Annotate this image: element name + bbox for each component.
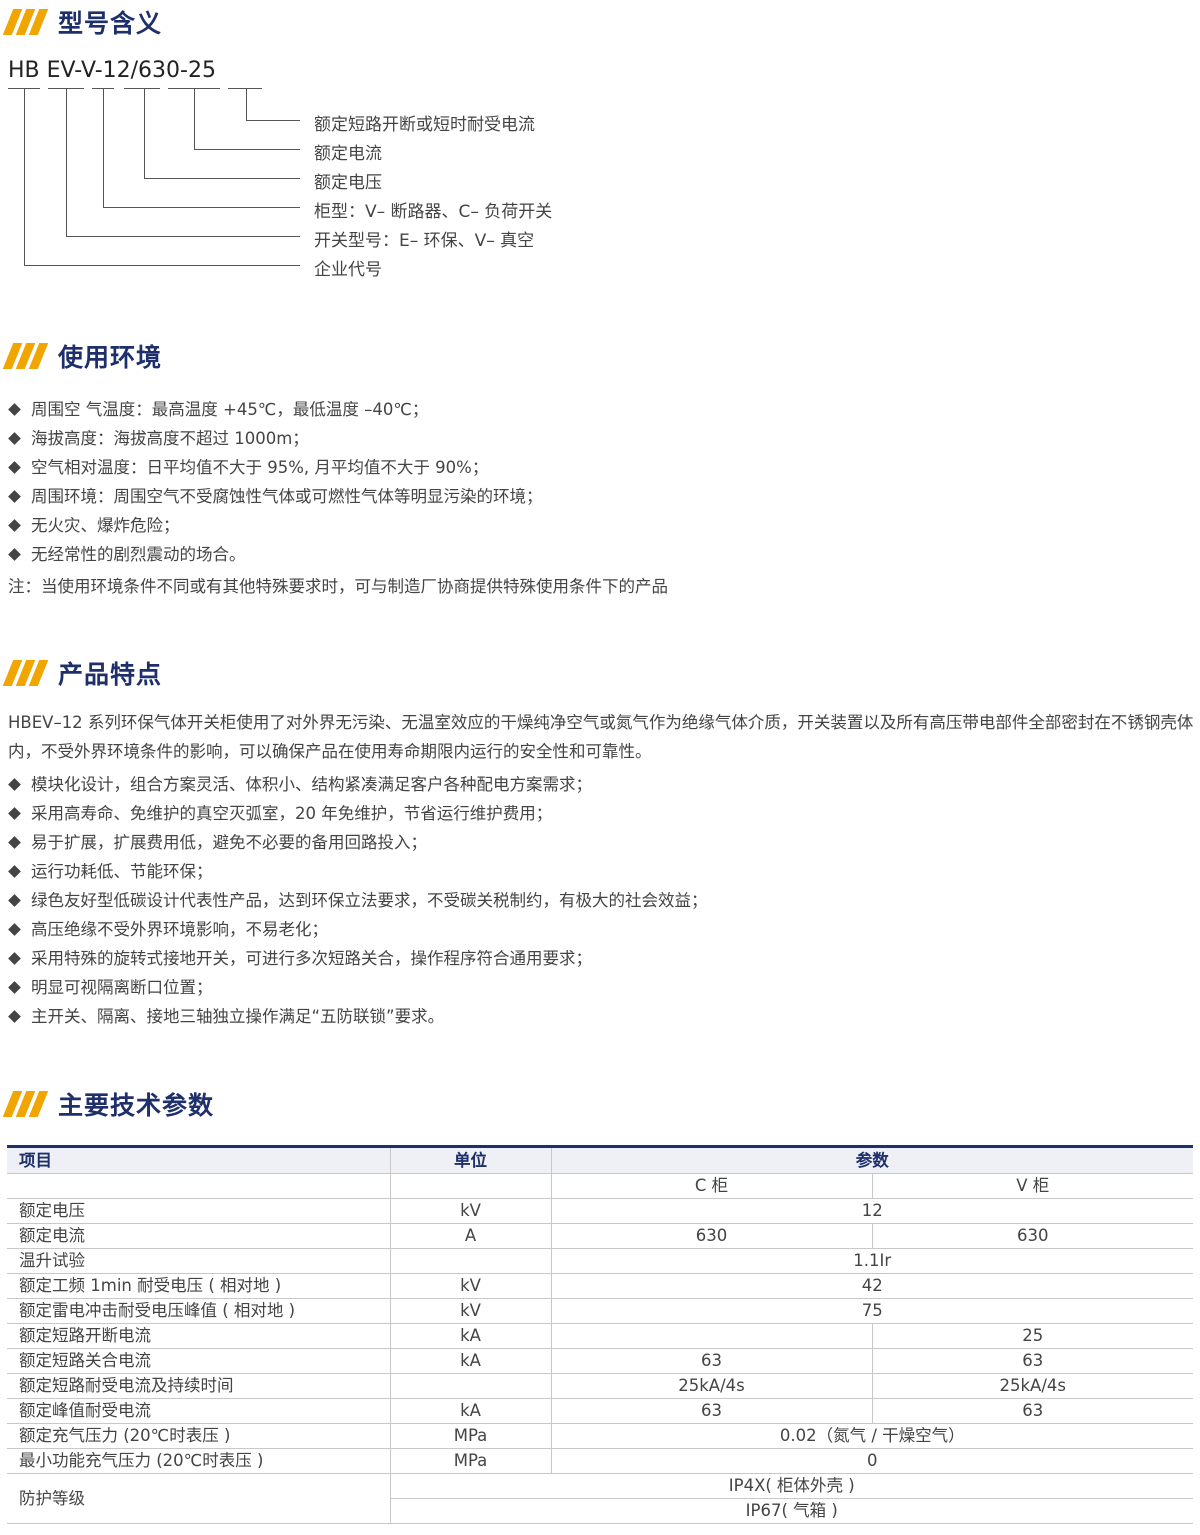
diamond-bullet-icon [8,548,21,561]
diamond-bullet-icon [8,836,21,849]
slash-decoration-icon [2,1089,50,1119]
diamond-bullet-icon [8,865,21,878]
diamond-bullet-icon [8,894,21,907]
diamond-bullet-icon [8,952,21,965]
list-item: 模块化设计，组合方案灵活、体积小、结构紧凑满足客户各种配电方案需求； [8,771,592,795]
section-title-model: 型号含义 [2,2,162,42]
list-item: 无经常性的剧烈震动的场合。 [8,541,246,565]
list-item: 采用高寿命、免维护的真空灭弧室，20 年免维护，节省运行维护费用； [8,800,552,824]
code-underline [228,88,262,89]
diamond-bullet-icon [8,432,21,445]
table-row: 温升试验 1.1Ir [7,1248,1193,1274]
table-row-protection-b: IP67( 气箱 ) [7,1498,1193,1524]
slash-decoration-icon [2,7,50,37]
model-desc-current: 额定短路开断或短时耐受电流 [314,115,535,135]
diamond-bullet-icon [8,461,21,474]
connector-line [194,149,300,150]
connector-line [66,88,67,236]
list-item: 无火灾、爆炸危险； [8,512,180,536]
table-header-row: 项目 单位 参数 [7,1145,1193,1174]
diamond-bullet-icon [8,778,21,791]
model-code: HB EV-V-12/630-25 [8,58,216,83]
connector-line [246,120,300,121]
table-row: 额定工频 1min 耐受电压 ( 相对地 )kV 42 [7,1273,1193,1299]
connector-line [103,88,104,207]
list-item: 采用特殊的旋转式接地开关，可进行多次短路关合，操作程序符合通用要求； [8,945,592,969]
table-row: 最小功能充气压力 (20℃时表压 )MPa 0 [7,1448,1193,1474]
diamond-bullet-icon [8,981,21,994]
model-desc-rated-voltage: 额定电压 [314,173,382,193]
subheader-v-cabinet: V 柜 [872,1173,1193,1199]
connector-line [194,88,195,149]
section-title-params: 主要技术参数 [2,1084,214,1124]
diamond-bullet-icon [8,923,21,936]
list-item: 绿色友好型低碳设计代表性产品，达到环保立法要求，不受碳关税制约，有极大的社会效益… [8,887,708,911]
table-row: 额定充气压力 (20℃时表压 )MPa 0.02（氮气 / 干燥空气） [7,1423,1193,1449]
table-subheader-row: C 柜 V 柜 [7,1173,1193,1199]
model-desc-company-code: 企业代号 [314,260,382,280]
table-row-protection: 防护等级 IP4X( 柜体外壳 ) [7,1473,1193,1524]
model-desc-rated-current: 额定电流 [314,144,382,164]
code-underline [124,88,160,89]
model-desc-switch-type: 开关型号：E– 环保、V– 真空 [314,231,535,251]
connector-line [66,236,300,237]
header-unit: 单位 [390,1145,552,1174]
connector-line [103,207,300,208]
subheader-c-cabinet: C 柜 [551,1173,873,1199]
connector-line [144,88,145,178]
features-intro: HBEV–12 系列环保气体开关柜使用了对外界无污染、无温室效应的干燥纯净空气或… [8,713,1194,761]
slash-decoration-icon [2,658,50,688]
list-item: 易于扩展，扩展费用低，避免不必要的备用回路投入； [8,829,427,853]
model-desc-cabinet-type: 柜型：V– 断路器、C– 负荷开关 [314,202,553,222]
section-title-features: 产品特点 [2,653,162,693]
connector-line [246,88,247,120]
list-item: 运行功耗低、节能环保； [8,858,213,882]
diamond-bullet-icon [8,1010,21,1023]
table-row: 额定雷电冲击耐受电压峰值 ( 相对地 )kV 75 [7,1298,1193,1324]
list-item: 空气相对温度：日平均值不大于 95%, 月平均值不大于 90%； [8,454,488,478]
diamond-bullet-icon [8,519,21,532]
list-item: 海拔高度：海拔高度不超过 1000m； [8,425,309,449]
section-title-env: 使用环境 [2,336,162,376]
connector-line [24,265,300,266]
list-item: 明显可视隔离断口位置； [8,974,213,998]
connector-line [144,178,300,179]
connector-line [24,88,25,265]
header-params: 参数 [551,1145,1193,1174]
list-item: 周围空 气温度：最高温度 +45℃，最低温度 –40℃； [8,396,428,420]
diamond-bullet-icon [8,403,21,416]
list-item: 主开关、隔离、接地三轴独立操作满足“五防联锁”要求。 [8,1003,444,1027]
slash-decoration-icon [2,341,50,371]
diamond-bullet-icon [8,807,21,820]
env-note: 注：当使用环境条件不同或有其他特殊要求时，可与制造厂协商提供特殊使用条件下的产品 [8,577,668,596]
list-item: 高压绝缘不受外界环境影响，不易老化； [8,916,328,940]
header-item: 项目 [7,1145,391,1174]
diamond-bullet-icon [8,490,21,503]
list-item: 周围环境：周围空气不受腐蚀性气体或可燃性气体等明显污染的环境； [8,483,543,507]
